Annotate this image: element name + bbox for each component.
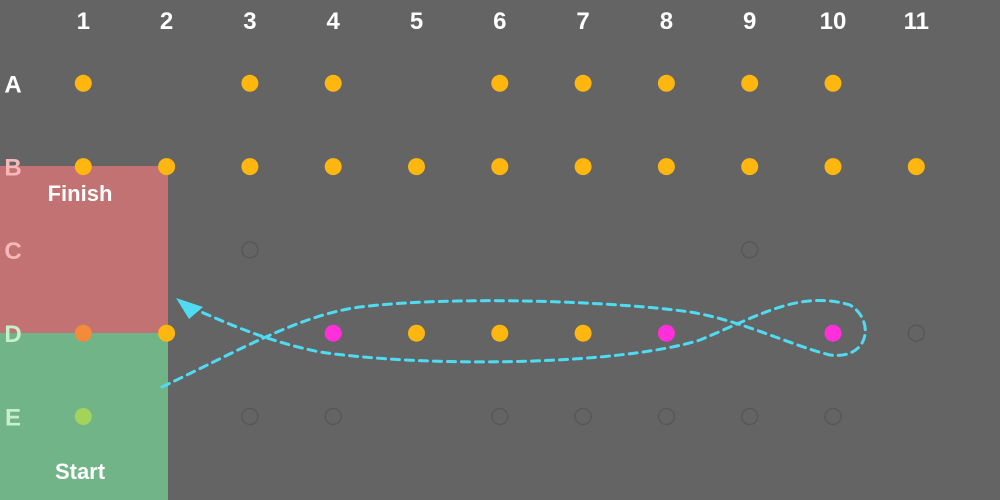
- empty-hole-e8[interactable]: [657, 407, 676, 426]
- peg-b7[interactable]: [574, 158, 592, 176]
- peg-a7[interactable]: [574, 74, 592, 92]
- peg-d2[interactable]: [158, 324, 176, 342]
- peg-d7[interactable]: [574, 324, 592, 342]
- empty-hole-e7[interactable]: [574, 407, 592, 426]
- peg-a8[interactable]: [657, 74, 675, 92]
- peg-b9[interactable]: [741, 158, 759, 176]
- row-labels: A B C D E: [4, 71, 21, 431]
- peg-d5[interactable]: [408, 324, 425, 342]
- route-arrowhead: [176, 298, 203, 319]
- finish-label: Finish: [47, 181, 113, 206]
- empty-hole-d11[interactable]: [907, 324, 926, 342]
- column-label-1: 1: [77, 8, 90, 35]
- column-label-2: 2: [160, 8, 173, 35]
- empty-hole-c3[interactable]: [241, 241, 259, 259]
- column-label-3: 3: [243, 8, 256, 35]
- peg-a10[interactable]: [824, 74, 842, 92]
- peg-a9[interactable]: [741, 74, 759, 92]
- empty-hole-e9[interactable]: [740, 407, 759, 426]
- peg-b8[interactable]: [657, 158, 675, 176]
- route-path: [160, 298, 867, 389]
- finish-zone: [0, 166, 168, 333]
- peg-b4[interactable]: [324, 158, 342, 176]
- peg-d1[interactable]: [74, 324, 92, 342]
- target-peg-d10[interactable]: [824, 324, 842, 342]
- peg-b2[interactable]: [158, 158, 176, 176]
- peg-b5[interactable]: [408, 158, 425, 176]
- peg-e1[interactable]: [74, 408, 92, 425]
- peg-d6[interactable]: [491, 324, 509, 342]
- column-label-6: 6: [493, 8, 506, 35]
- column-label-7: 7: [576, 8, 589, 35]
- peg-a4[interactable]: [324, 74, 342, 92]
- peg-b6[interactable]: [491, 158, 509, 176]
- start-label: Start: [54, 459, 106, 484]
- board-holes: [74, 74, 926, 426]
- peg-b11[interactable]: [907, 158, 925, 176]
- row-label-d: D: [4, 321, 21, 348]
- column-label-10: 10: [820, 8, 847, 35]
- column-label-8: 8: [660, 8, 673, 35]
- peg-b10[interactable]: [824, 158, 842, 176]
- column-label-11: 11: [904, 8, 929, 35]
- empty-hole-e3[interactable]: [241, 407, 259, 426]
- row-label-b: B: [4, 155, 21, 182]
- column-label-9: 9: [743, 8, 756, 35]
- peg-a1[interactable]: [74, 74, 92, 92]
- empty-hole-c9[interactable]: [740, 241, 759, 259]
- empty-hole-e6[interactable]: [491, 407, 509, 426]
- column-labels: 1 2 3 4 5 6 7 8 9 10 11: [77, 8, 929, 35]
- peg-b3[interactable]: [241, 158, 259, 176]
- row-label-c: C: [4, 238, 21, 265]
- target-peg-d8[interactable]: [657, 324, 675, 342]
- peg-a6[interactable]: [491, 74, 509, 92]
- target-peg-d4[interactable]: [324, 324, 342, 342]
- column-label-5: 5: [410, 8, 423, 35]
- empty-hole-e4[interactable]: [324, 407, 342, 426]
- route-line: [160, 299, 867, 389]
- column-label-4: 4: [327, 8, 341, 35]
- empty-hole-e10[interactable]: [824, 407, 842, 426]
- peg-a3[interactable]: [241, 74, 259, 92]
- row-label-a: A: [4, 71, 21, 98]
- peg-b1[interactable]: [74, 158, 92, 176]
- row-label-e: E: [5, 405, 21, 432]
